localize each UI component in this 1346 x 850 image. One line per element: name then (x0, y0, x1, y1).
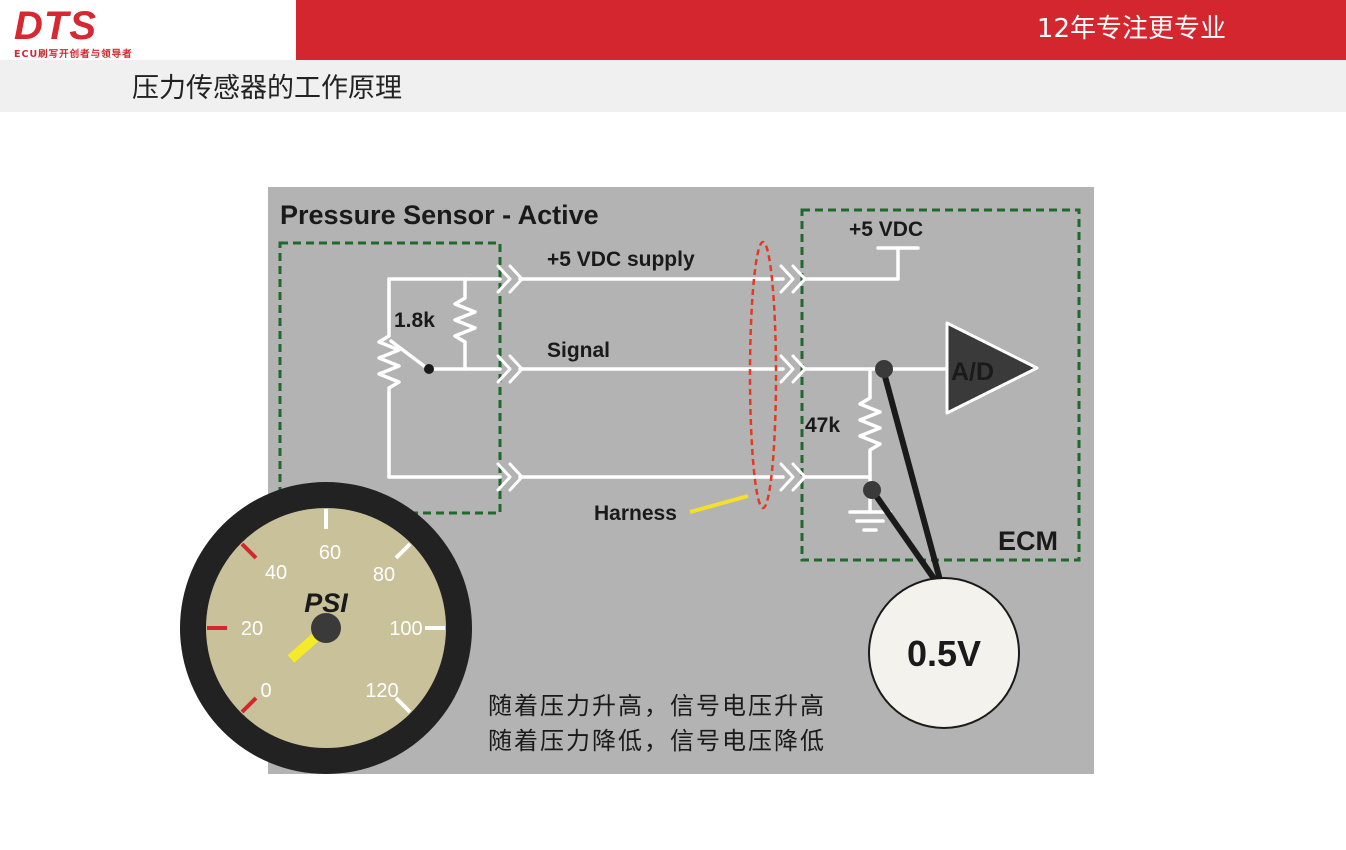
gauge-unit: PSI (304, 588, 348, 618)
wiper-node (424, 364, 434, 374)
gauge-label-40: 40 (265, 562, 287, 584)
harness-pointer (689, 494, 749, 514)
gauge-label-0: 0 (260, 680, 271, 702)
resistor-47k-label: 47k (805, 414, 840, 437)
gauge-label-100: 100 (389, 618, 422, 640)
meter-probe-negative (869, 487, 938, 583)
vdc-label: +5 VDC (849, 218, 923, 241)
ad-label: A/D (951, 358, 994, 386)
resistor-1-8k-label: 1.8k (394, 309, 435, 332)
ecm-enclosure (800, 208, 1081, 562)
resistor-47k (858, 367, 882, 492)
gauge-tick-80 (394, 542, 412, 560)
meter-reading: 0.5V (907, 633, 981, 674)
gauge-label-120: 120 (365, 680, 398, 702)
signal-label: Signal (547, 339, 610, 362)
header-tagline: 12年专注更专业 (1036, 14, 1226, 44)
ad-converter (945, 321, 1039, 415)
supply-label: +5 VDC supply (547, 248, 695, 271)
logo-subtitle: ECU刷写开创者与领导者 (14, 49, 133, 60)
resistor-1-8k (453, 277, 477, 371)
gauge-hub (311, 613, 341, 643)
probe-tip-signal (875, 360, 893, 378)
meter-probe-positive (880, 366, 943, 583)
header-bar: 12年专注更专业 (296, 0, 1346, 60)
page-title: 压力传感器的工作原理 (132, 73, 402, 104)
gauge-tick-120 (394, 696, 412, 714)
gauge-label-60: 60 (319, 542, 341, 564)
supply-wire-ecm (803, 246, 900, 281)
note-pressure-down: 随着压力降低，信号电压降低 (488, 727, 826, 755)
title-bar: 压力传感器的工作原理 (0, 60, 1346, 112)
connector-chevrons (496, 264, 807, 492)
gauge-label-80: 80 (373, 564, 395, 586)
gauge-label-20: 20 (241, 618, 263, 640)
ecm-label: ECM (998, 526, 1058, 556)
note-pressure-up: 随着压力升高，信号电压升高 (488, 692, 826, 720)
gauge-tick-40 (240, 542, 258, 560)
pressure-gauge: 0 20 40 60 80 100 120 PSI (180, 482, 472, 774)
probe-tip-ground (863, 481, 881, 499)
harness-label: Harness (594, 502, 677, 525)
potentiometer-wiper (389, 339, 430, 371)
gauge-tick-0 (240, 696, 258, 714)
sensor-potentiometer (377, 277, 401, 479)
voltmeter (868, 577, 1020, 729)
logo-text: DTS (14, 4, 97, 48)
dts-logo: DTS ECU刷写开创者与领导者 (8, 4, 158, 60)
diagram-title: Pressure Sensor - Active (280, 200, 599, 230)
harness-marker (748, 240, 778, 510)
